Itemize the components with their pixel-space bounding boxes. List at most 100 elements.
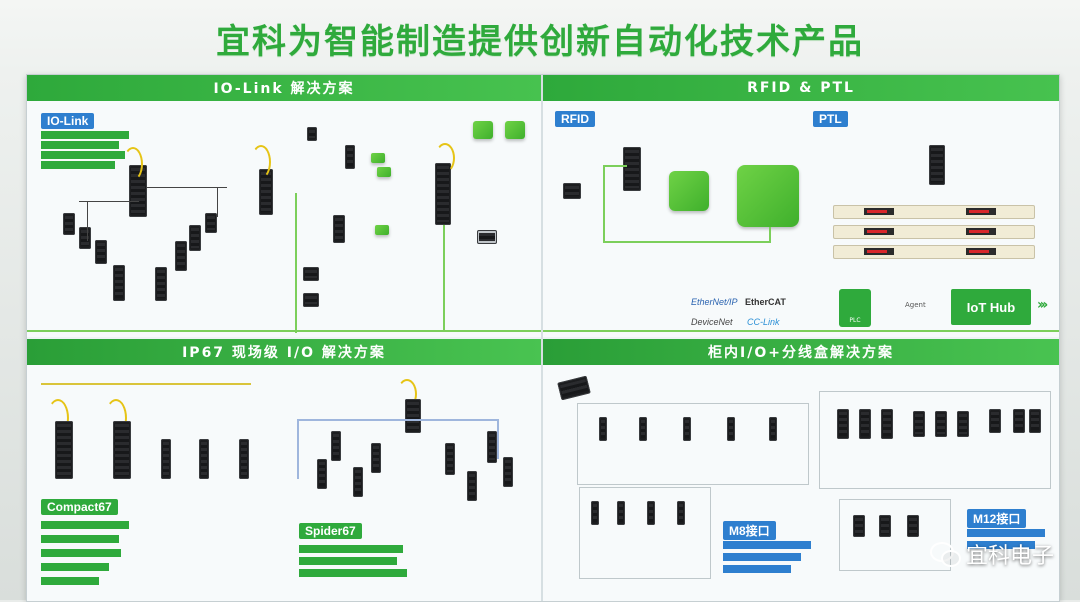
m8-interface-tag: M8接口 [723,521,776,540]
power-cable [123,147,143,181]
spider67-module [487,431,497,463]
network-cable [297,419,497,421]
rfid-antenna-large [737,165,799,227]
spider67-module [445,443,455,475]
m12-splitter-frame [819,391,1051,489]
power-cable [397,379,417,409]
power-cable [251,145,271,179]
network-cable [497,419,499,459]
m8-splitter-frame [577,403,809,485]
m12-splitter [1013,409,1025,433]
feature-bar [41,535,119,543]
cabinet-io-section-title: 柜内I/O+分线盒解决方案 [543,339,1059,365]
feature-bar [967,541,1035,549]
power-cable [47,399,69,437]
ptl-display [864,208,894,215]
spider67-module [503,457,513,487]
rfid-antenna [669,171,709,211]
chevron-right-icon: ››› [1037,297,1048,313]
io-module [205,213,217,233]
io-link-tag: IO-Link [41,113,95,129]
watermark-text: 宜科电子 [965,544,1054,569]
spider67-module [317,459,327,489]
io-module [303,293,319,307]
ethernet-ip-logo: EtherNet/IP [691,297,738,307]
feature-bar [299,557,397,565]
network-cable [769,227,771,243]
ethercat-logo: EtherCAT [745,297,786,307]
plc-label: PLC [849,317,861,324]
devicenet-logo: DeviceNet [691,317,733,327]
io-module [79,227,91,249]
feature-bar [41,131,129,139]
ptl-controller [929,145,945,185]
feature-bar [299,545,403,553]
display-board: IO-Link 解决方案 IO-Link [26,74,1060,602]
ip67-section: IP67 现场级 I/O 解决方案 Compact67 Spider67 [27,339,541,601]
plc-unit: PLC [839,289,871,327]
network-cable [443,225,445,331]
sensor-module [473,121,493,139]
spider67-module [467,471,477,501]
iot-hub-label: IoT Hub [966,299,1016,315]
m8-splitter [769,417,777,441]
rfid-tag: RFID [555,111,595,127]
io-module [199,439,209,479]
wechat-watermark: 宜科电子 [929,538,1054,570]
ptl-display [966,228,996,235]
ptl-display [864,248,894,255]
m12-splitter [879,515,891,537]
bus-cable [41,383,251,385]
io-module [333,215,345,243]
ip67-section-title: IP67 现场级 I/O 解决方案 [27,339,541,365]
io-link-hub [259,169,273,215]
power-cable [435,143,455,173]
feature-bar [723,541,811,549]
m12-splitter [913,411,925,437]
compact67-module [113,421,131,479]
page-title: 宜科为智能制造提供创新自动化技术产品 [216,22,864,62]
m12-interface-tag: M12接口 [967,509,1027,528]
rfid-ptl-section: RFID & PTL RFID PTL EtherNet/IP EtherCAT… [543,75,1059,337]
io-module [95,240,107,264]
ptl-tag: PTL [813,111,848,127]
io-module [63,213,75,235]
m12-splitter [935,411,947,437]
feature-bar [41,549,121,557]
ptl-display [966,248,996,255]
feature-bar [41,521,129,529]
feature-bar [299,569,407,577]
m8-splitter [599,417,607,441]
sensor-module [371,153,385,163]
network-cable [27,330,541,332]
cc-link-logo: CC-Link [747,317,780,327]
ptl-light-rail [833,225,1035,239]
network-cable [603,241,769,243]
rfid-ptl-section-title: RFID & PTL [543,75,1059,101]
cabinet-io-section: 柜内I/O+分线盒解决方案 M8接口 M12接口 [543,339,1059,601]
spider67-module [371,443,381,473]
power-cable [105,399,127,437]
spider67-module [331,431,341,461]
network-cable [297,419,299,479]
network-cable [603,165,627,167]
io-link-section-title: IO-Link 解决方案 [27,75,541,101]
cabinet-io-module [557,375,591,401]
feature-bar [41,577,99,585]
io-module [189,225,201,251]
m8-splitter [647,501,655,525]
m12-splitter [1029,409,1041,433]
network-cable [543,330,1059,332]
sensor-module [375,225,389,235]
m8-splitter [683,417,691,441]
io-module [307,127,317,141]
feature-bar [41,563,109,571]
network-cable [603,165,605,241]
m12-splitter-frame [579,487,711,579]
signal-wire [217,187,218,217]
io-module [239,439,249,479]
agent-label: Agent [905,301,926,309]
rfid-master [623,147,641,191]
spider67-tag: Spider67 [299,523,362,539]
compact67-tag: Compact67 [41,499,118,515]
